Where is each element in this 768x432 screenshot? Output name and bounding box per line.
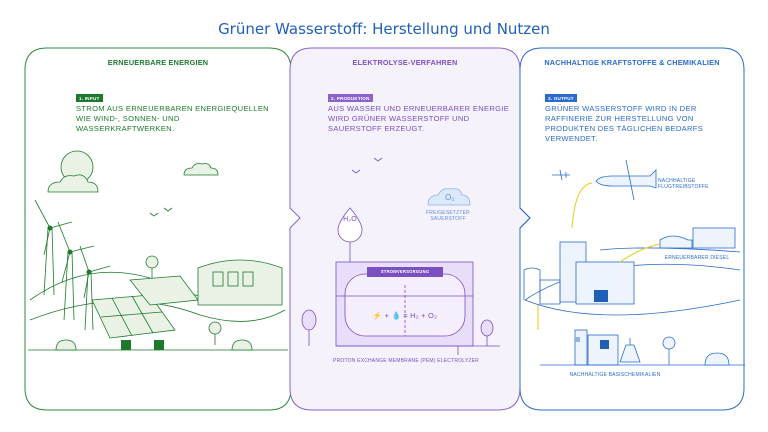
- oxygen-cloud-icon: [427, 188, 471, 206]
- wind-turbine-icon: [79, 245, 111, 331]
- equation-label: ⚡ + 💧 = H₂ + O₂: [372, 311, 438, 320]
- panel-3-text: GRÜNER WASSERSTOFF WIRD IN DER RAFFINERI…: [545, 104, 704, 143]
- h2o-label: H₂O: [343, 216, 357, 223]
- flask-icon: [619, 338, 641, 363]
- wind-turbine-icon: [57, 221, 95, 321]
- panel-2-text: AUS WASSER UND ERNEUERBARER ENERGIE WIRD…: [328, 104, 510, 133]
- bush-icon: [231, 339, 253, 351]
- chemical-factory-icon: [574, 329, 588, 366]
- bird-icon: [163, 207, 173, 212]
- arrow-to-aviation: [571, 182, 593, 229]
- bird-icon: [373, 157, 383, 162]
- tree-icon: [480, 319, 494, 346]
- power-supply-label: STROMVERSORGUNG: [380, 269, 430, 274]
- panel-3-tag: 3. OUTPUT: [545, 94, 577, 102]
- tree-icon: [145, 255, 159, 278]
- panel-1-text: STROM AUS ERNEUERBAREN ENERGIEQUELLEN WI…: [76, 104, 269, 133]
- panel-2-heading: ELEKTROLYSE-VERFAHREN: [352, 58, 458, 67]
- plane-icon: [552, 169, 570, 181]
- airplane-icon: [595, 169, 657, 189]
- bush-icon: [55, 339, 77, 351]
- diesel-label: ERNEUERBARER DIESEL: [664, 255, 730, 261]
- tree-icon: [662, 336, 676, 365]
- truck-icon: [692, 227, 736, 249]
- electrolyzer-label: PROTON EXCHANGE MEMBRANE (PEM) ELECTROLY…: [333, 358, 479, 364]
- wind-turbine-icon: [34, 199, 73, 296]
- panel-1-heading: ERNEUERBARE ENERGIEN: [107, 58, 209, 67]
- bush-icon: [704, 352, 730, 366]
- panel-1-frame: [24, 47, 302, 411]
- solar-panel-icon: [91, 294, 176, 339]
- car-icon: [659, 235, 693, 249]
- o2-label: O₂: [445, 193, 455, 202]
- panel-3-frame: [519, 47, 745, 411]
- panel-2-tag: 2. PRODUKTION: [328, 94, 373, 102]
- chemicals-label: NACHHALTIGE BASISCHEMIKALIEN: [569, 372, 661, 378]
- panel-3-heading: NACHHALTIGE KRAFTSTOFFE & CHEMIKALIEN: [544, 58, 720, 67]
- arrow-to-diesel: [619, 243, 661, 263]
- dam-icon: [197, 259, 283, 306]
- tree-icon: [301, 309, 317, 346]
- page-title: Grüner Wasserstoff: Herstellung und Nutz…: [218, 20, 550, 38]
- aviation-label: NACHHALTIGE FLUGTREIBSTOFFE: [658, 178, 709, 190]
- tree-icon: [208, 321, 222, 345]
- cloud-icon: [183, 163, 219, 176]
- cloud-icon: [47, 174, 99, 193]
- bird-icon: [149, 212, 159, 217]
- panel-1-tag: 1. INPUT: [76, 94, 103, 102]
- bird-icon: [351, 169, 361, 174]
- oxygen-label: FREIGESETZTER SAUERSTOFF: [426, 210, 470, 222]
